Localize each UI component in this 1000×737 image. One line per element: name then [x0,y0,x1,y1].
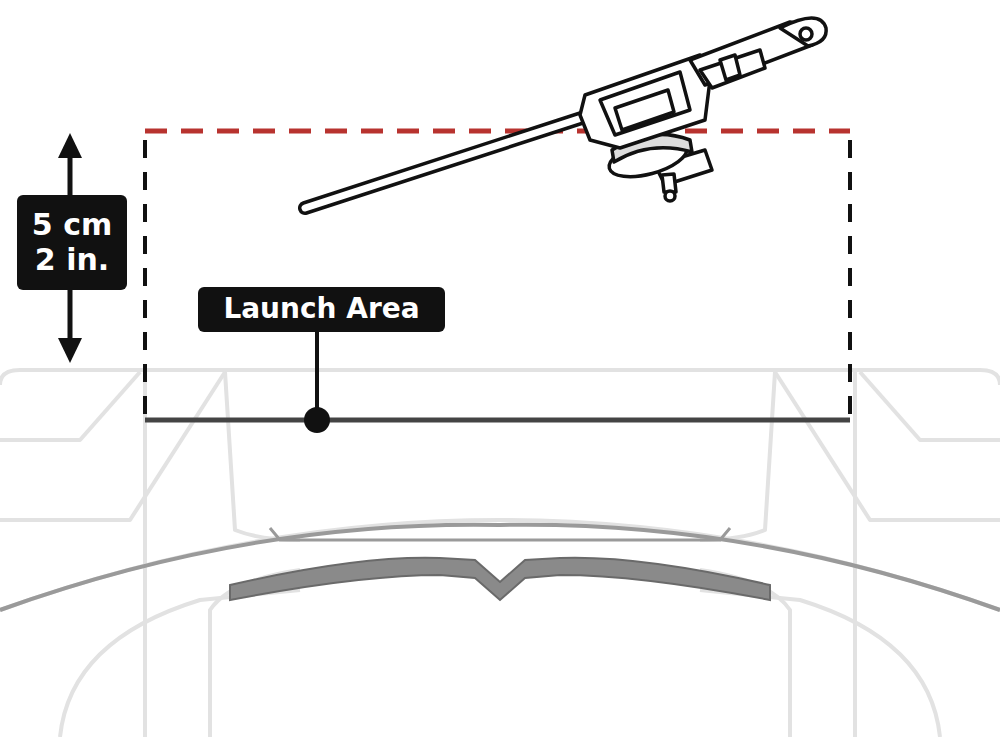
arena-rim-notch [270,528,730,540]
launch-area-side [143,140,147,416]
height-limit-line [145,129,850,134]
callout-label: Launch Area [198,293,445,325]
dimension-box: 5 cm2 in. [17,195,127,290]
leader-line [315,332,319,420]
callout-box: Launch Area [198,287,445,332]
dimension-label: 5 cm [17,208,127,243]
launcher [305,18,826,208]
arena-rim [0,525,1000,610]
arrowhead [58,338,82,363]
stadium-outline [0,370,1000,737]
leader-dot [304,407,330,433]
arrowhead [58,133,82,158]
launch-area-base [145,418,850,423]
launch-area-side [848,140,852,416]
arena-wall [230,558,770,600]
dimension-label: 2 in. [17,243,127,278]
